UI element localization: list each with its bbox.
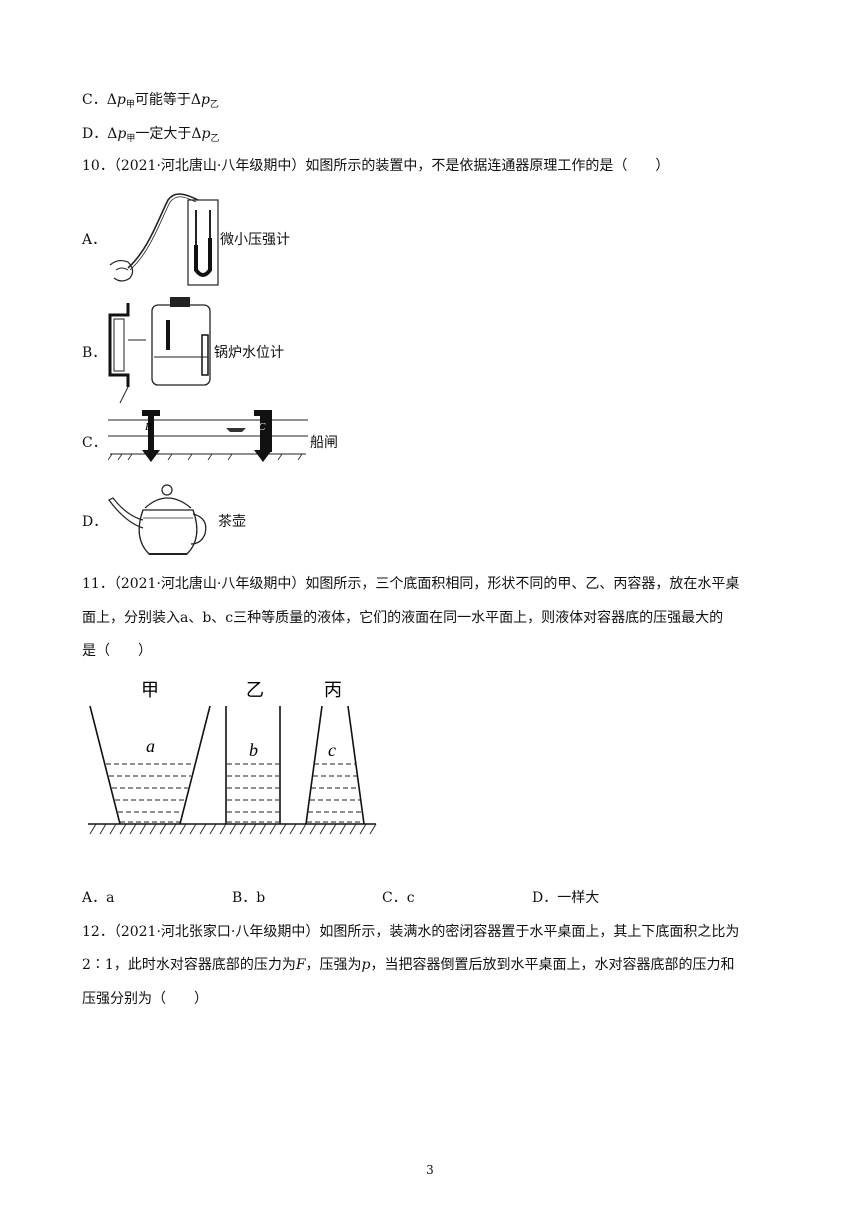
q10-option-d-caption: 茶壶 bbox=[218, 514, 246, 530]
subscript: 乙 bbox=[210, 134, 220, 144]
q11-stem-line-2: 面上，分别装入a、b、c三种等质量的液体，它们的液面在同一水平面上，则液体对容器… bbox=[82, 610, 724, 626]
pressure-symbol: p bbox=[116, 92, 126, 108]
container-name-yi: 乙 bbox=[246, 680, 264, 701]
q11-option-a: A．a bbox=[82, 890, 115, 906]
liquid-label-b: b bbox=[249, 740, 258, 760]
q11-option-d: D．一样大 bbox=[532, 890, 600, 906]
delta-symbol: Δ bbox=[106, 92, 117, 108]
q10-option-b-letter: B． bbox=[82, 345, 107, 361]
q9-option-c: C．Δp甲可能等于Δp乙 bbox=[82, 90, 219, 115]
q10-option-a-caption: 微小压强计 bbox=[220, 232, 290, 248]
liquid-label-c: c bbox=[328, 740, 336, 760]
q12-line-1: 12．（2021·河北张家口·八年级期中）如图所示，装满水的密闭容器置于水平桌面… bbox=[82, 924, 740, 940]
container-yi: b bbox=[225, 706, 281, 824]
q12-text-c: ，当把容器倒置后放到水平桌面上，水对容器底部的压力和 bbox=[370, 957, 735, 973]
q10-option-b-caption: 锅炉水位计 bbox=[214, 345, 284, 361]
lock-label-c: C bbox=[258, 421, 266, 433]
option-letter: C． bbox=[82, 92, 107, 108]
ship-lock-figure: B C bbox=[108, 410, 308, 462]
page-number: 3 bbox=[426, 1163, 434, 1177]
container-name-bing: 丙 bbox=[324, 680, 342, 701]
force-symbol: F bbox=[295, 957, 306, 973]
q11-stem-line-3: 是（ ） bbox=[82, 643, 152, 659]
q12-text-a: 2∶1，此时水对容器底部的压力为 bbox=[82, 957, 296, 973]
q9-option-d: D．Δp甲一定大于Δp乙 bbox=[82, 124, 219, 149]
ground-hatching bbox=[89, 823, 377, 835]
q10-option-a-letter: A． bbox=[82, 232, 107, 248]
q10-stem: 10．（2021·河北唐山·八年级期中）如图所示的装置中，不是依据连通器原理工作… bbox=[82, 158, 670, 174]
delta-symbol: Δ bbox=[107, 126, 118, 142]
q11-option-c: C．c bbox=[382, 890, 415, 906]
q12-text-b: ，压强为 bbox=[305, 957, 362, 973]
q12-line-3: 压强分别为（ ） bbox=[82, 991, 208, 1007]
q10-option-c-caption: 船闸 bbox=[310, 435, 338, 451]
q11-option-b: B．b bbox=[232, 890, 266, 906]
container-bing: c bbox=[305, 705, 365, 825]
boiler-water-gauge-figure bbox=[108, 297, 211, 404]
pressure-symbol: p bbox=[361, 957, 371, 973]
liquid-label-a: a bbox=[146, 736, 155, 756]
lock-label-b: B bbox=[145, 421, 152, 433]
subscript: 甲 bbox=[126, 134, 136, 144]
pressure-symbol: p bbox=[117, 126, 127, 142]
option-text: 可能等于Δ bbox=[134, 92, 201, 108]
pressure-symbol: p bbox=[201, 126, 211, 142]
q10-option-d-letter: D． bbox=[82, 514, 108, 530]
q10-option-c-letter: C． bbox=[82, 435, 107, 451]
container-jia: a bbox=[89, 705, 211, 825]
containers-figure: 甲 乙 丙 a b bbox=[88, 680, 377, 835]
option-text: 一定大于Δ bbox=[135, 126, 202, 142]
micro-pressure-gauge-figure bbox=[109, 193, 219, 286]
container-name-jia: 甲 bbox=[141, 680, 159, 701]
subscript: 甲 bbox=[125, 100, 135, 110]
q12-line-2: 2∶1，此时水对容器底部的压力为F，压强为p，当把容器倒置后放到水平桌面上，水对… bbox=[82, 955, 735, 975]
subscript: 乙 bbox=[209, 100, 219, 110]
pressure-symbol: p bbox=[200, 92, 210, 108]
teapot-figure bbox=[108, 484, 207, 555]
option-letter: D． bbox=[82, 126, 108, 142]
q11-stem-line-1: 11．（2021·河北唐山·八年级期中）如图所示，三个底面积相同，形状不同的甲、… bbox=[82, 576, 740, 592]
